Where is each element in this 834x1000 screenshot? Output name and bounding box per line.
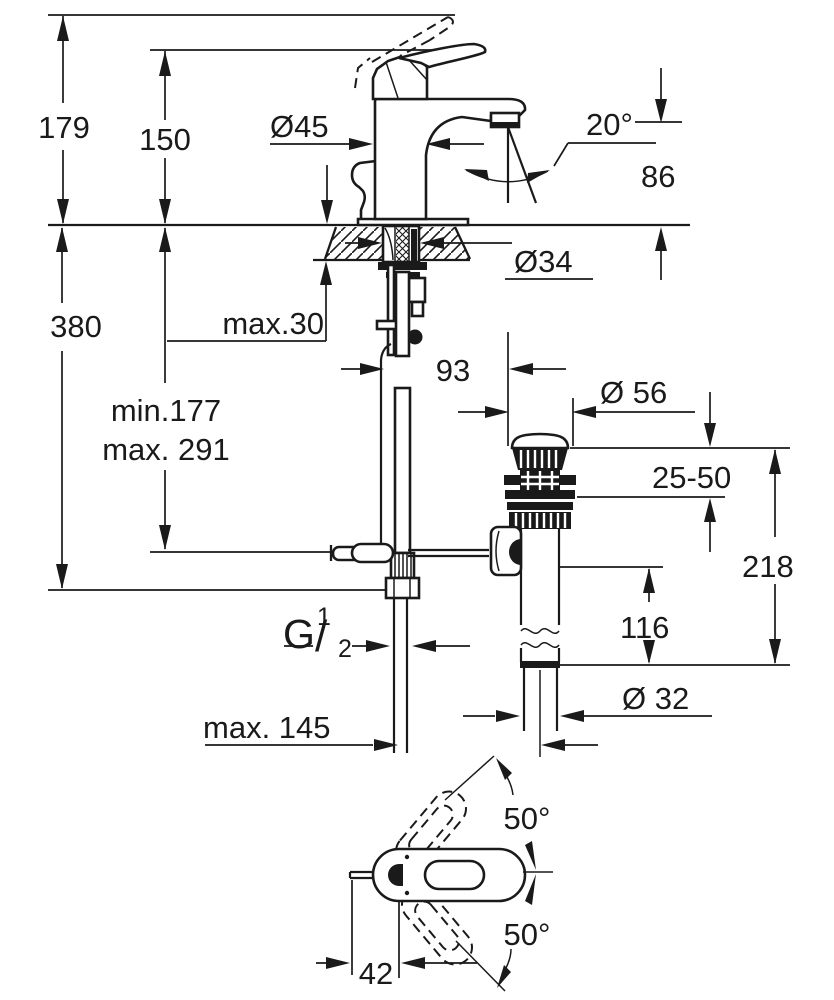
dim-93-label: 93: [436, 353, 470, 388]
pop-up-rod: [386, 263, 396, 357]
dim-dia45: Ø45: [270, 109, 484, 150]
max-145-label: max. 145: [203, 710, 331, 745]
angle-20-label: 20°: [586, 107, 633, 142]
thread-sub-label: 2: [338, 635, 352, 663]
dim-42: 42: [316, 880, 477, 991]
handle-swing-dashed: [395, 790, 473, 966]
rod-tab-plan: [348, 870, 373, 880]
pipe-break-symbol: [520, 628, 560, 648]
dim-116-label: 116: [620, 610, 669, 645]
dim-150-label: 150: [139, 122, 191, 157]
dim-218-label: 218: [742, 549, 794, 584]
dim-218: 218: [742, 449, 794, 664]
drain-body: [519, 529, 561, 625]
handle-raised-dashed: [371, 16, 449, 63]
plan-view: [348, 790, 553, 966]
dim-116: 116: [620, 568, 669, 664]
dim-25-50: 25-50: [652, 392, 731, 552]
dim-179: 179: [38, 16, 90, 224]
pop-up-linkage: [329, 542, 489, 564]
hose-fitting: [384, 551, 421, 753]
g-half-nut: [384, 576, 421, 600]
dia-45-label: Ø45: [270, 109, 329, 144]
rod-ball-joint: [407, 329, 423, 345]
thread-sup-label: 1: [317, 603, 331, 631]
thread-g-label: G: [283, 611, 315, 657]
dia-32-label: Ø 32: [622, 681, 689, 716]
dia-34-label: Ø34: [514, 244, 573, 279]
shank-and-hose: [329, 224, 489, 753]
dim-93: 93: [341, 332, 566, 446]
pop-up-knob: [350, 159, 377, 219]
min-177-label: min.177: [111, 393, 221, 428]
dim-angle50-bottom: 50°: [455, 874, 551, 992]
supply-hose: [393, 386, 412, 555]
inlet-mark: [388, 864, 403, 886]
handle-lever: [398, 42, 487, 69]
angle-50-top-label: 50°: [504, 801, 551, 836]
water-stream: [506, 126, 538, 204]
dim-179-label: 179: [38, 110, 90, 145]
dim-150: 150: [139, 51, 191, 224]
dim-max145: max. 145: [203, 710, 598, 751]
dim-86: 86: [641, 68, 675, 280]
dim-42-label: 42: [359, 956, 393, 991]
dia-56-label: Ø 56: [600, 375, 667, 410]
mounting-deck-section: [323, 226, 472, 260]
pop-up-drain-assembly: [489, 432, 576, 757]
supply-pipe: [392, 598, 409, 753]
faucet-base: [356, 217, 470, 227]
range-25-50-label: 25-50: [652, 460, 731, 495]
dim-86-label: 86: [641, 159, 675, 194]
hose-bracket: [407, 276, 427, 304]
drain-rod-nut: [489, 525, 523, 577]
dim-min177-max291: min.177 max. 291: [102, 227, 230, 550]
dim-dia56: Ø 56: [458, 375, 695, 446]
dim-dia32: Ø 32: [463, 681, 712, 722]
dim-380-label: 380: [50, 309, 102, 344]
faucet-profile: [350, 16, 527, 227]
dim-angle50-top: 50°: [444, 755, 551, 870]
thread-slash-label: /: [315, 612, 328, 661]
max-291-label: max. 291: [102, 432, 230, 467]
max-30-label: max.30: [222, 306, 324, 341]
dim-angle20: 20°: [464, 107, 656, 183]
dim-max30: max.30: [167, 165, 333, 342]
dim-g-half: G 1 / 2: [283, 603, 470, 663]
drain-plug-cap: [510, 432, 570, 450]
handle-plan: [423, 859, 486, 891]
angle-50-bottom-label: 50°: [504, 917, 551, 952]
dim-380: 380: [50, 227, 102, 589]
drain-flange: [505, 490, 575, 499]
drain-tailpipe: [522, 668, 559, 731]
